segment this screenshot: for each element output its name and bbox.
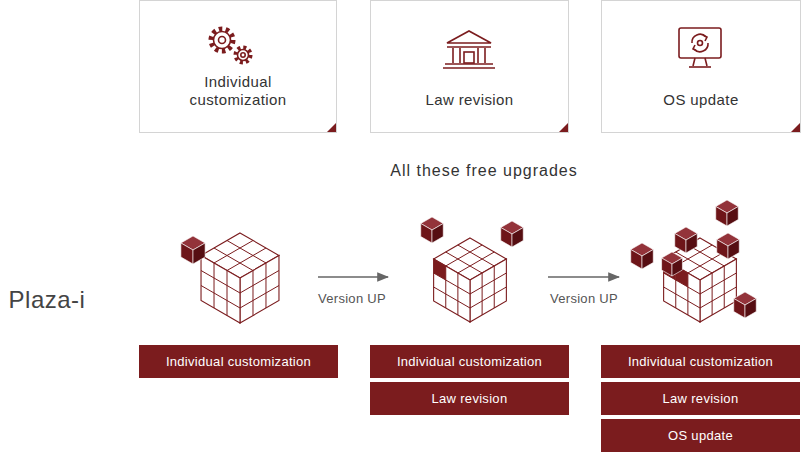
version-arrow [548,276,619,278]
feature-band: Individual customization [139,345,338,378]
block-cube [662,252,683,276]
block-cube [716,200,739,226]
grid-cube [201,233,279,323]
arrow-label: Version UP [550,291,618,306]
gears-icon [211,29,251,63]
block-cube [717,233,740,259]
bank-icon [443,31,495,68]
feature-band: Law revision [601,382,800,415]
node-text: Individual customization [628,354,773,369]
cube-illustration [181,200,756,323]
feature-band: OS update [601,419,800,452]
node-text: Law revision [425,91,513,110]
node-text: OS update [663,91,738,110]
feature-band: Individual customization [601,345,800,378]
version-arrow [318,276,388,278]
block-cube [631,243,654,269]
heading: All these free upgrades [390,162,578,180]
category-card: OS update [601,0,801,133]
grid-cube [434,238,507,322]
node-text: Individual customization [168,73,308,111]
monitor-icon [679,28,721,67]
category-card: Individual customization [139,0,337,133]
arrow-label: Version UP [318,291,386,306]
brand-logo: Plaza-i [9,286,86,314]
block-cube [501,221,524,247]
grid-cube [664,238,737,322]
block-cube [181,236,205,264]
feature-band: Law revision [370,382,569,415]
block-cube [421,217,444,243]
node-text: Individual customization [166,354,311,369]
node-text: Law revision [432,391,508,406]
block-cube [734,292,757,318]
category-card: Law revision [370,0,569,133]
block-cube [675,227,698,253]
node-text: Individual customization [397,354,542,369]
node-text: Law revision [663,391,739,406]
node-text: OS update [668,428,733,443]
feature-band: Individual customization [370,345,569,378]
